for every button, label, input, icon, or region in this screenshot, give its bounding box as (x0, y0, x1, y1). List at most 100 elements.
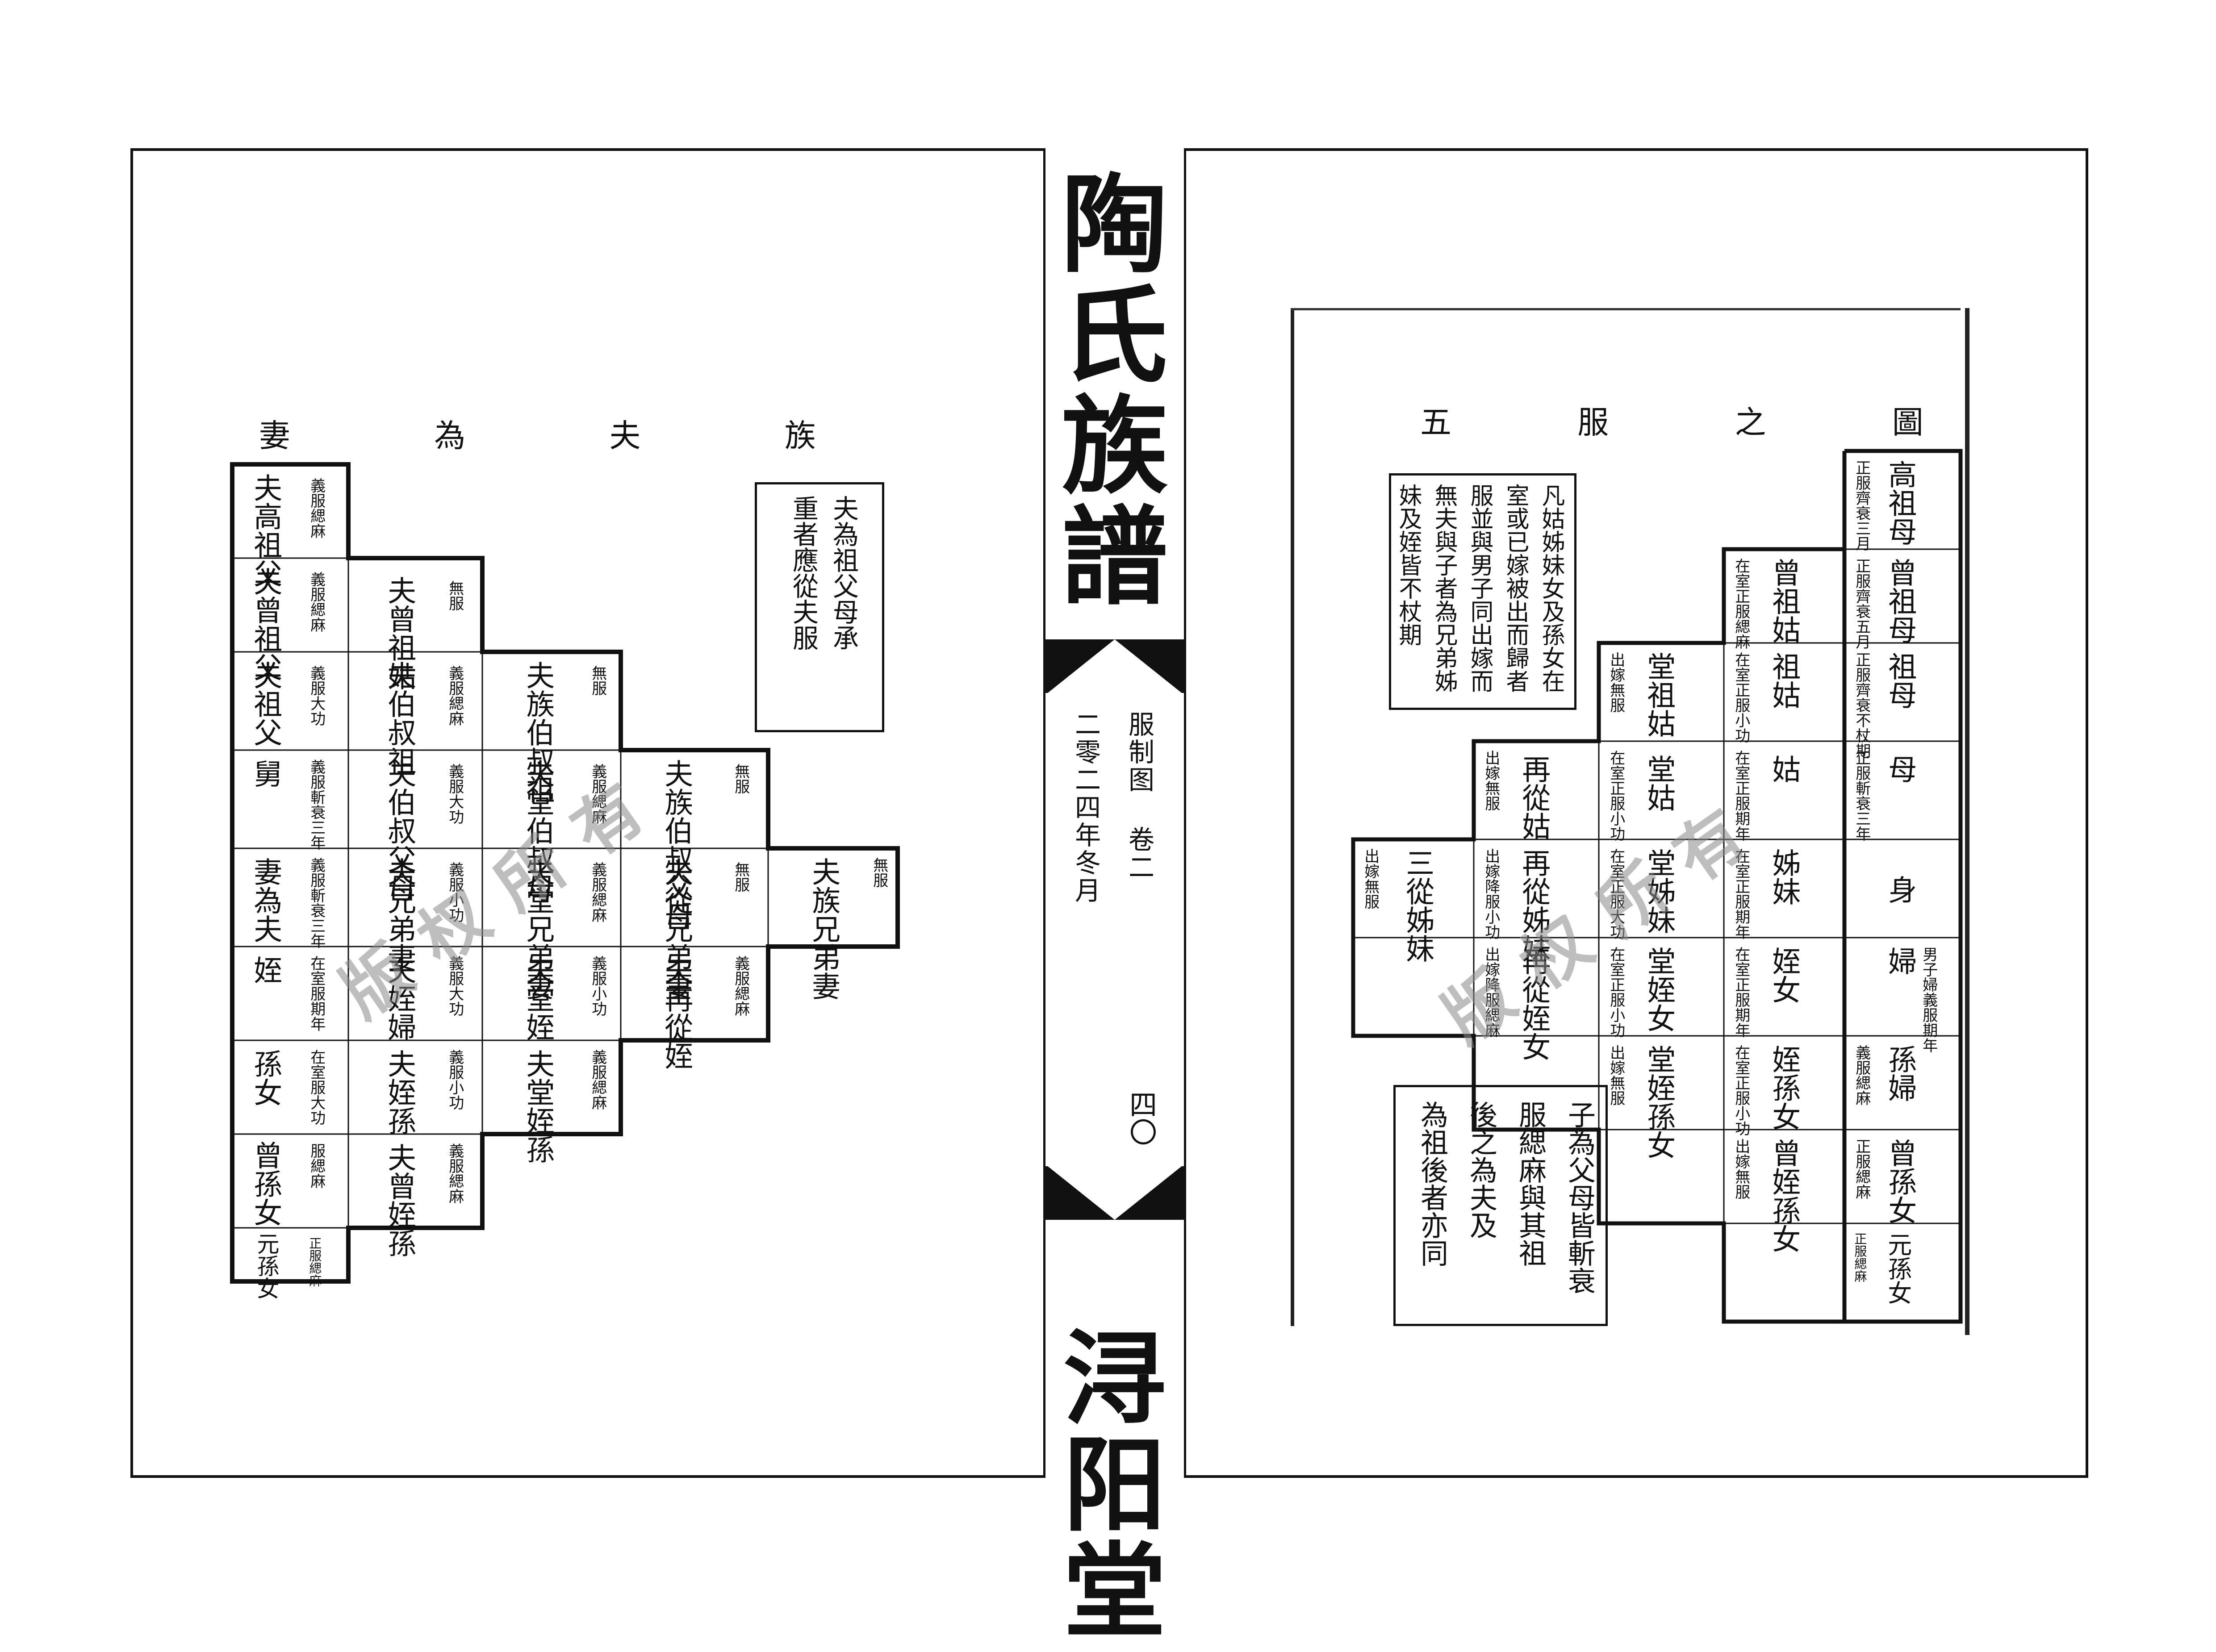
cell-husband-cousin-uncles: 夫堂伯叔母 (521, 759, 555, 902)
right-note-line-4: 無夫與子者為兄弟姊 (1430, 484, 1457, 693)
cell-husband-great-grandnephew: 夫曾姪孫 (383, 1143, 416, 1257)
cell-note: 義服小功 (446, 862, 464, 922)
right-note-line-2: 室或已嫁被出而歸者 (1502, 484, 1529, 693)
cell-note: 義服斬衰三年 (307, 759, 326, 850)
cell-great-granddaughter: 曾孫女 (1883, 1139, 1917, 1224)
spine-hall-char: 阳 (1063, 1427, 1166, 1546)
right-mourning-grid (1351, 449, 1963, 1324)
cell-cousin-grandniece: 堂姪孫女 (1642, 1045, 1676, 1159)
cell-husband-great-grandfather: 夫曾祖父 (249, 567, 282, 681)
cell-note: 在室正服小功 (1732, 652, 1750, 743)
cell-note: 在室服大功 (307, 1049, 326, 1125)
cell-note: 正服齊衰五月 (1852, 558, 1871, 649)
cell-self: 身 (1883, 875, 1917, 904)
cell-note: 出嫁降服小功 (1482, 848, 1500, 939)
cell-note: 男子婦義服期年 (1919, 947, 1938, 1053)
cell-note: 出嫁無服 (1607, 652, 1625, 713)
cell-note: 義服緦麻 (446, 1143, 464, 1204)
cell-note: 正服斬衰三年 (1852, 750, 1871, 841)
cell-husband-cousin-nephew: 夫堂姪 (521, 955, 555, 1041)
cell-husband-clan-granduncle: 夫族伯叔祖 (521, 661, 555, 804)
cell-note: 在室正服大功 (1607, 848, 1625, 939)
right-note-line-1: 凡姑姊妹女及孫女在 (1538, 484, 1564, 693)
left-mourning-grid (230, 462, 900, 1284)
spine-title-char: 陶 (1062, 164, 1168, 288)
cell-husband-great-great-grandfather: 夫高祖父 (249, 473, 282, 588)
left-note-line-1: 夫為祖父母承 (828, 495, 859, 651)
cell-husband-brothers-wives: 夫兄弟妻 (383, 857, 416, 972)
cell-husband-granduncle: 夫伯叔祖 (383, 661, 416, 775)
cell-note: 義服緦麻 (589, 763, 607, 824)
cell-niece: 姪女 (1767, 947, 1801, 1004)
right-note-line-5: 妹及姪皆不杖期 (1395, 484, 1422, 646)
cell-second-cousin-aunt: 再從姑 (1517, 755, 1551, 840)
spine-fish-tail-top (1045, 639, 1184, 693)
cell-cousin-aunt: 堂姑 (1642, 755, 1676, 812)
cell-wife-for-husband: 妻為夫 (249, 857, 282, 943)
cell-second-cousin-sisters: 再從姊妹 (1517, 848, 1551, 963)
cell-aunt: 姑 (1767, 755, 1801, 783)
watermark-text: 版权所有 (1429, 779, 1782, 1059)
left-note-box: 夫為祖父母承 重者應從夫服 (755, 482, 884, 732)
cell-note: 正服緦麻 (1852, 1232, 1868, 1282)
cell-great-great-grandmother: 高祖母 (1883, 460, 1917, 546)
cell-husband-cousins-wives: 夫堂兄弟妻 (521, 857, 555, 1000)
cell-note: 在室服期年 (307, 955, 326, 1031)
cell-note: 義服緦麻 (446, 665, 464, 726)
right-bottom-note-line-3: 後之為夫及 (1465, 1101, 1497, 1239)
cell-husband-great-grandaunt: 夫曾祖姑 (383, 576, 416, 690)
spine-hall-char: 浔 (1063, 1320, 1166, 1439)
cell-note: 在室正服小功 (1732, 1045, 1750, 1136)
cell-grandmother: 祖母 (1883, 652, 1917, 709)
cell-grandaunt: 祖姑 (1767, 652, 1801, 709)
spine-page-number: 四〇 (1125, 1090, 1157, 1146)
cell-note: 義服緦麻 (589, 1049, 607, 1110)
cell-grandson-wife: 孫婦 (1883, 1045, 1917, 1102)
cell-great-grandmother: 曾祖母 (1883, 558, 1917, 644)
right-page-scan-right (1965, 308, 1969, 1335)
cell-note: 正服緦麻 (1852, 1139, 1871, 1199)
cell-note: 在室正服期年 (1732, 848, 1750, 939)
cell-note: 義服緦麻 (732, 955, 750, 1016)
cell-husband-second-cousins-wives: 夫從兄弟妻 (660, 857, 693, 1000)
cell-husband-grandfather: 夫祖父 (249, 661, 282, 747)
cell-cousin-sisters: 堂姊妹 (1642, 848, 1676, 934)
cell-note: 義服小功 (446, 1049, 464, 1110)
cell-sisters: 姊妹 (1767, 848, 1801, 905)
cell-note: 出嫁無服 (1361, 848, 1380, 909)
cell-cousin-grandaunt: 堂祖姑 (1642, 652, 1676, 738)
right-bottom-note-line-4: 為祖後者亦同 (1416, 1101, 1448, 1267)
cell-note: 在室正服期年 (1732, 750, 1750, 841)
cell-note: 在室正服小功 (1607, 750, 1625, 841)
cell-great-grandaunt: 曾祖姑 (1767, 558, 1801, 644)
watermark-text: 版权所有 (327, 753, 680, 1033)
cell-note: 無服 (446, 580, 464, 611)
cell-husband-grandnephew: 夫姪孫 (383, 1049, 416, 1135)
cell-note: 義服緦麻 (307, 478, 326, 538)
spine-subtitle: 服制图 卷二 (1124, 711, 1154, 881)
cell-note: 出嫁無服 (1482, 750, 1500, 811)
right-page-title: 五 服 之 圖 (1420, 404, 1923, 441)
cell-third-cousin-sisters: 三從姊妹 (1401, 848, 1434, 963)
right-note-box: 凡姑姊妹女及孫女在 室或已嫁被出而歸者 服並與男子同出嫁而 無夫與子者為兄弟姊 … (1389, 473, 1576, 710)
cell-note: 義服斬衰三年 (307, 857, 326, 948)
cell-cousin-niece: 堂姪女 (1642, 947, 1676, 1032)
cell-note: 服緦麻 (307, 1143, 326, 1189)
cell-note: 義服緦麻 (307, 572, 326, 632)
cell-note: 正服齊衰不杖期 (1852, 652, 1871, 758)
right-bottom-note-line-2: 服緦麻與其祖 (1514, 1101, 1547, 1267)
spine-title: 陶 氏 族 譜 (1045, 171, 1184, 613)
cell-great-granddaughter: 曾孫女 (249, 1141, 282, 1226)
book-spine: 陶 氏 族 譜 服制图 卷二 二零二四年冬月 四〇 浔 阳 堂 (1043, 148, 1186, 1646)
left-page-title: 妻 為 夫 族 (259, 417, 816, 454)
cell-note: 出嫁降服緦麻 (1482, 947, 1500, 1038)
cell-note: 義服大功 (307, 665, 326, 726)
cell-note: 正服齊衰三月 (1852, 460, 1871, 551)
right-bottom-note-line-1: 子為父母皆斬衰 (1563, 1101, 1596, 1294)
cell-husband-clan-uncles: 夫族伯叔父母 (660, 759, 693, 930)
cell-note: 義服大功 (446, 955, 464, 1016)
cell-husband-nephew-wife: 夫姪婦 (383, 955, 416, 1041)
cell-husband-clan-brothers-wives: 夫族兄弟妻 (807, 857, 840, 1000)
right-page-scan-top (1291, 308, 1961, 310)
cell-note: 義服大功 (446, 763, 464, 824)
